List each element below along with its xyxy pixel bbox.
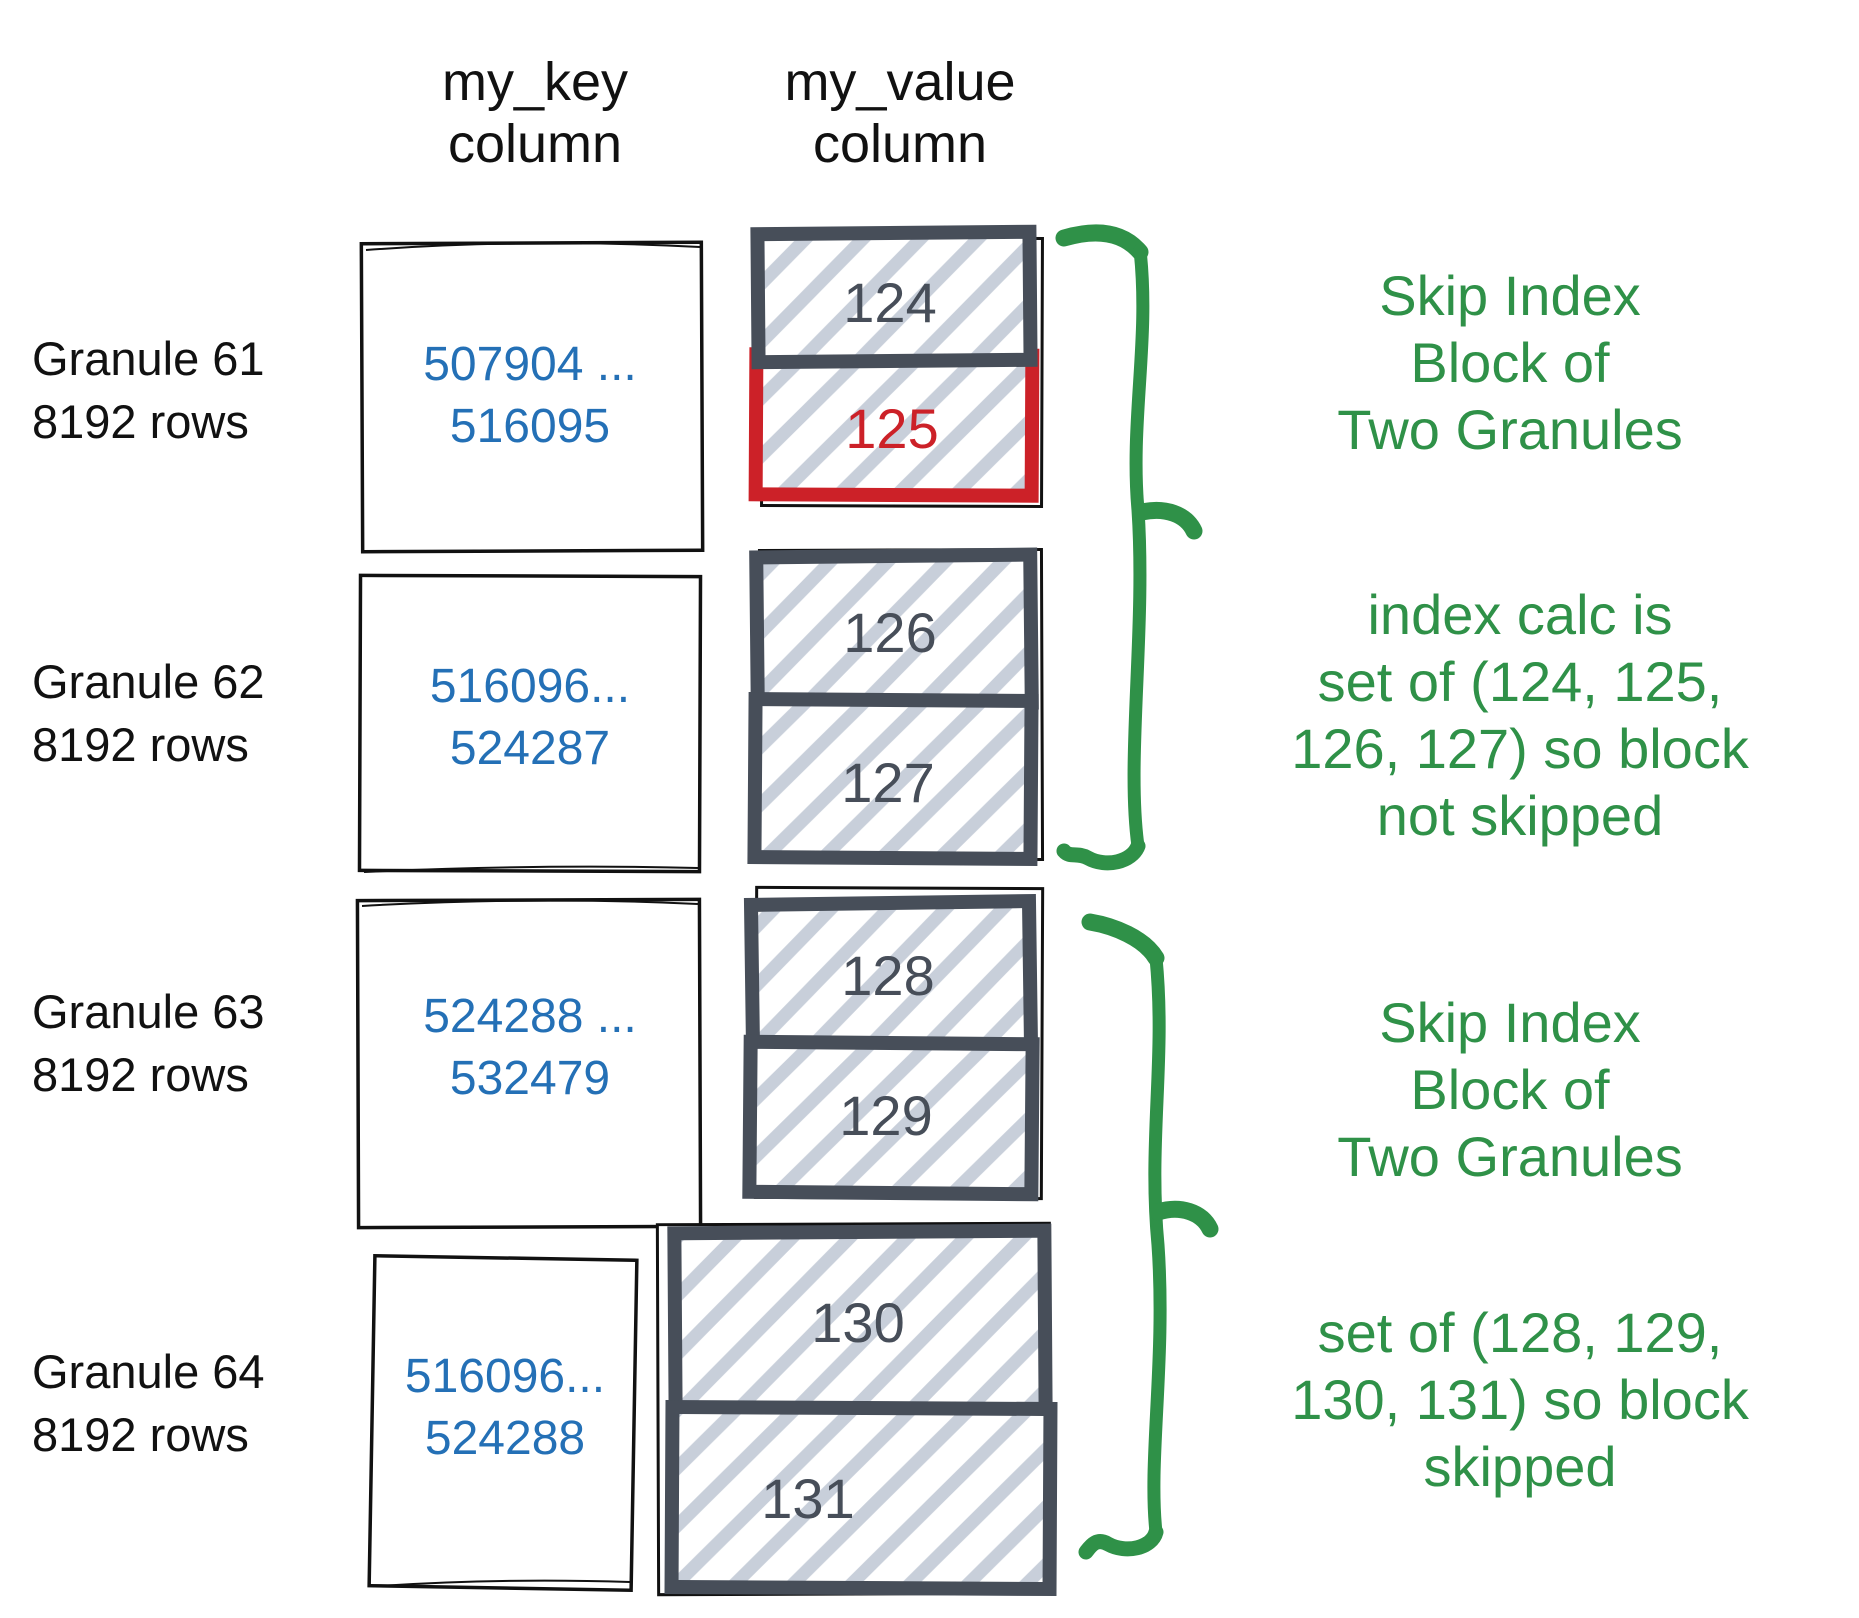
key-range-to-63: 532479	[450, 1052, 610, 1105]
key-range-to-62: 524287	[450, 722, 610, 775]
annotation-line: not skipped	[1377, 784, 1663, 847]
annotation-line: Two Granules	[1337, 398, 1683, 461]
value-block-125-number: 125	[845, 397, 938, 460]
granule-64-label: Granule 64	[32, 1345, 265, 1398]
granule-labels: Granule 61 8192 rows Granule 62 8192 row…	[32, 332, 265, 1461]
key-box-granule-62	[357, 573, 703, 874]
key-box-granule-61	[359, 240, 705, 554]
key-range-from-61: 507904 ...	[423, 338, 637, 391]
index-block-pair-1: 124 125	[748, 224, 1044, 508]
annotation-line: Block of	[1410, 331, 1610, 394]
value-block-128-number: 128	[841, 944, 934, 1007]
index-block-pair-3: 128 129	[742, 885, 1045, 1202]
granule-62-rows: 8192 rows	[32, 718, 249, 771]
value-block-127	[747, 691, 1039, 867]
granule-61-label: Granule 61	[32, 332, 265, 385]
granule-63-label: Granule 63	[32, 985, 265, 1038]
annotation-line: index calc is	[1367, 583, 1672, 646]
annotation-line: 126, 127) so block	[1291, 717, 1750, 780]
granule-64-rows: 8192 rows	[32, 1408, 249, 1461]
value-block-124-number: 124	[843, 271, 936, 334]
granule-62-label: Granule 62	[32, 655, 265, 708]
key-box-granule-64	[367, 1253, 639, 1593]
value-column: 124 125 126 127 128 129 130 131	[655, 224, 1058, 1597]
annotation-index-calc-1: index calc is set of (124, 125, 126, 127…	[1291, 583, 1750, 847]
annotation-line: Skip Index	[1379, 264, 1641, 327]
key-range-to-61: 516095	[450, 400, 610, 453]
annotation-skip-block-2: Skip Index Block of Two Granules	[1337, 991, 1683, 1188]
value-block-131-number: 131	[761, 1467, 854, 1530]
index-block-pair-4: 130 131	[655, 1221, 1058, 1597]
annotation-line: set of (128, 129,	[1318, 1301, 1723, 1364]
value-column-header-line1: my_value	[784, 52, 1015, 112]
value-block-129-number: 129	[839, 1084, 932, 1147]
value-block-131	[664, 1399, 1058, 1597]
annotation-line: Block of	[1410, 1058, 1610, 1121]
key-range-to-64: 524288	[425, 1412, 585, 1465]
brace-block-1	[1055, 224, 1203, 871]
value-block-127-number: 127	[841, 751, 934, 814]
key-column-header-line1: my_key	[442, 52, 628, 112]
value-block-130-number: 130	[811, 1291, 904, 1354]
key-column-header-line2: column	[448, 114, 622, 174]
annotation-skip-block-1: Skip Index Block of Two Granules	[1337, 264, 1683, 461]
value-block-129	[742, 1034, 1040, 1202]
key-range-from-64: 516096...	[405, 1350, 605, 1403]
granule-61-rows: 8192 rows	[32, 395, 249, 448]
key-range-from-63: 524288 ...	[423, 990, 637, 1043]
annotation-index-calc-2: set of (128, 129, 130, 131) so block ski…	[1291, 1301, 1750, 1498]
granule-63-rows: 8192 rows	[32, 1048, 249, 1101]
annotation-line: Two Granules	[1337, 1125, 1683, 1188]
annotation-line: set of (124, 125,	[1318, 650, 1723, 713]
value-block-126-number: 126	[843, 601, 936, 664]
column-headers: my_key column my_value column	[442, 52, 1016, 174]
value-column-header-line2: column	[813, 114, 987, 174]
key-column: 507904 ... 516095 516096... 524287 52428…	[355, 240, 705, 1593]
annotation-line: Skip Index	[1379, 991, 1641, 1054]
annotation-line: 130, 131) so block	[1291, 1368, 1750, 1431]
brace-block-2	[1078, 913, 1219, 1560]
index-block-pair-2: 126 127	[747, 547, 1045, 867]
annotation-line: skipped	[1423, 1435, 1616, 1498]
value-block-124	[750, 224, 1038, 370]
key-range-from-62: 516096...	[430, 660, 630, 713]
